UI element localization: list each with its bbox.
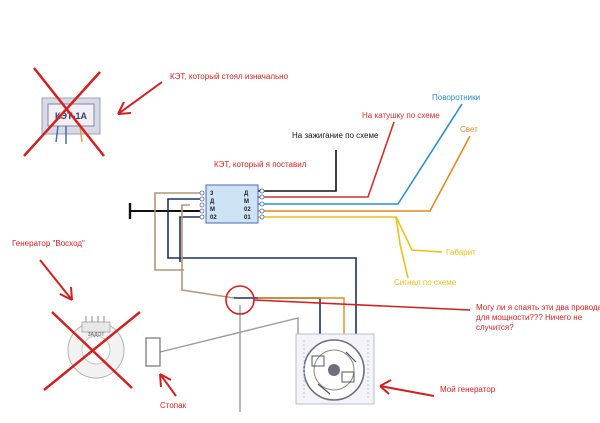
label-my-generator: Мой генератор [440,385,496,394]
question-line-2: для мощности??? Ничего не [476,313,583,322]
pin-left-0: 3 [210,191,214,197]
wire-coil [258,121,395,198]
pin-left-3: 02 [210,215,217,221]
wire-gray-2 [159,317,299,353]
wire-tan [154,192,204,271]
label-original-ket: КЭТ, который стоял изначально [170,72,289,81]
pin-right-0: Д [244,191,249,197]
label-signal: Сигнал по схеме [394,278,457,287]
question-line-3: случится? [476,323,514,332]
pin-left-1: Д [210,199,215,205]
wire-signal [395,216,409,279]
pin-right-2: 02 [244,207,251,213]
label-ignition: На зажигание по схеме [292,131,379,140]
wire-turn-signals [258,103,463,205]
label-coil: На катушку по схеме [362,111,440,120]
pin-right-1: М [244,199,249,205]
arrow-to-stopak [159,373,177,397]
old-generator-marking: ЗАДОТ [88,332,105,338]
arrow-to-original-ket [117,81,163,115]
pointer-to-question [253,299,471,311]
pin-right-3: 01 [244,215,251,221]
wire-navy-2 [179,216,204,262]
cross-mark-original-ket [23,67,105,157]
wire-ignition [258,150,337,192]
label-dimensions: Габарит [446,248,476,257]
installed-ket-chip: 3 Д М 02 Д М 02 01 [199,184,265,224]
wire-tan-2 [181,204,235,299]
label-turn-signals: Поворотники [432,93,480,102]
wire-light [258,135,471,212]
cross-mark-old-generator [43,311,141,391]
stopak-box [145,337,161,367]
label-generator-voskhod: Генератор "Восход" [12,239,85,248]
label-installed-ket: КЭТ, который я поставил [214,160,307,169]
arrow-to-my-generator [379,379,435,397]
pin-left-2: М [210,207,215,213]
label-stopak: Стопак [160,401,187,410]
arrow-to-old-generator [39,259,73,301]
my-generator-drawing [295,333,375,405]
question-line-1: Могу ли я спаять эти два провода [476,303,600,312]
label-light: Свет [460,125,478,134]
wire-orange-gen [258,297,345,336]
wire-dimensions [258,216,443,253]
wire-navy [167,198,357,336]
